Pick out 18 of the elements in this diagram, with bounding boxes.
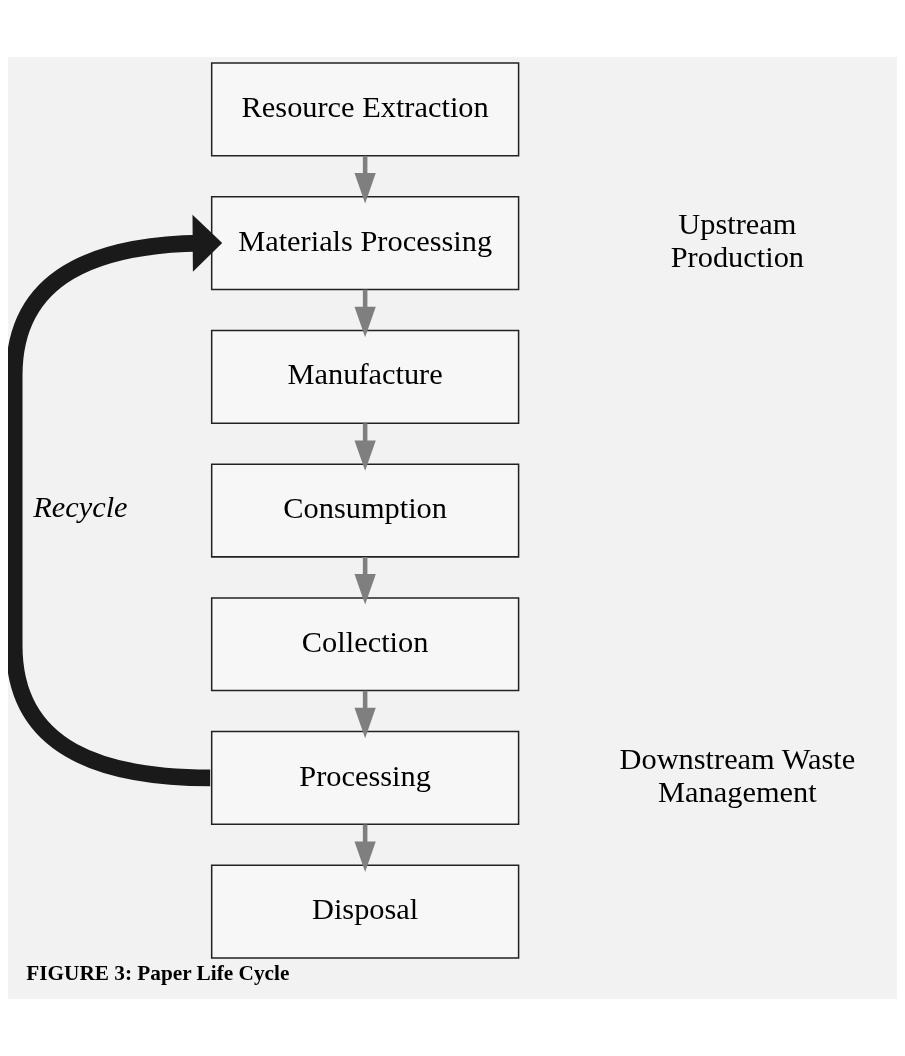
node-box: Collection <box>210 597 520 692</box>
node-box: Consumption <box>210 463 520 558</box>
arrow <box>354 690 376 739</box>
edge-label: Recycle <box>33 489 128 524</box>
node-box: Processing <box>210 730 520 826</box>
arrow <box>354 557 376 605</box>
arrow <box>8 214 223 787</box>
arrow <box>354 289 376 338</box>
node-box: Disposal <box>210 864 520 959</box>
caption: FIGURE 3: Paper Life Cycle <box>26 960 290 985</box>
arrow <box>354 423 376 471</box>
label: Downstream Waste Management <box>619 741 856 810</box>
arrow <box>354 824 376 872</box>
node-box: Materials Processing <box>210 196 520 291</box>
node-box: Resource Extraction <box>210 62 520 157</box>
label: Upstream Production <box>670 207 805 275</box>
arrow <box>354 155 376 204</box>
node-box: Manufacture <box>210 329 520 424</box>
